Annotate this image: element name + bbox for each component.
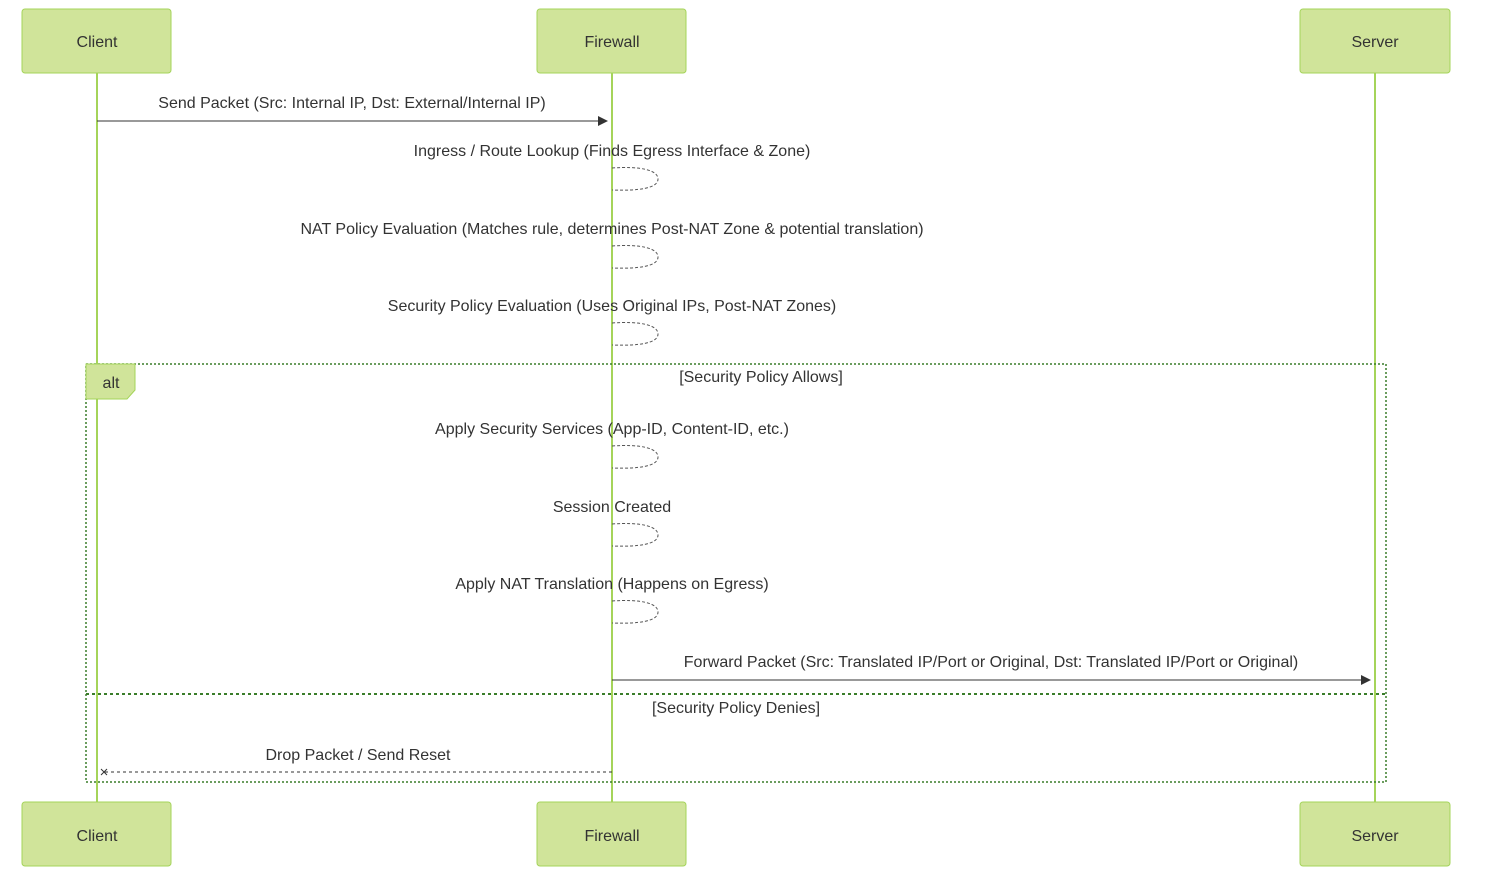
apply-services-label: Apply Security Services (App-ID, Content… (435, 421, 789, 438)
firewall-actor-label: Firewall (584, 34, 639, 51)
nat-eval-loop (611, 245, 659, 269)
apply-nat-label: Apply NAT Translation (Happens on Egress… (455, 576, 768, 593)
server-actor-bottom[interactable]: Server (1299, 801, 1451, 867)
drop-packet-label: Drop Packet / Send Reset (266, 747, 452, 764)
alt-fragment-frame (85, 363, 1387, 783)
session-created-label: Session Created (553, 499, 671, 516)
send-packet-label: Send Packet (Src: Internal IP, Dst: Exte… (158, 95, 545, 112)
session-created-loop (611, 523, 659, 547)
client-actor-bottom[interactable]: Client (21, 801, 172, 867)
guard-allow-label: [Security Policy Allows] (679, 369, 843, 386)
server-actor-label: Server (1351, 828, 1399, 845)
drop-packet-cross-icon (100, 768, 108, 776)
server-actor-label: Server (1351, 34, 1399, 51)
client-actor-top[interactable]: Client (21, 8, 172, 74)
client-actor-label: Client (77, 34, 118, 51)
guard-deny-label: [Security Policy Denies] (652, 700, 820, 717)
security-eval-loop (611, 322, 659, 346)
firewall-actor-bottom[interactable]: Firewall (536, 801, 687, 867)
route-lookup-label: Ingress / Route Lookup (Finds Egress Int… (414, 143, 811, 160)
server-actor-top[interactable]: Server (1299, 8, 1451, 74)
security-eval-label: Security Policy Evaluation (Uses Origina… (388, 298, 836, 315)
client-actor-label: Client (77, 828, 118, 845)
firewall-actor-top[interactable]: Firewall (536, 8, 687, 74)
route-lookup-loop (611, 167, 659, 191)
alt-label: alt (103, 375, 120, 392)
apply-nat-loop (611, 600, 659, 624)
forward-packet-label: Forward Packet (Src: Translated IP/Port … (684, 654, 1298, 671)
firewall-actor-label: Firewall (584, 828, 639, 845)
alt-fragment-tag: alt (85, 363, 136, 400)
apply-services-loop (611, 445, 659, 469)
nat-eval-label: NAT Policy Evaluation (Matches rule, det… (300, 221, 923, 238)
